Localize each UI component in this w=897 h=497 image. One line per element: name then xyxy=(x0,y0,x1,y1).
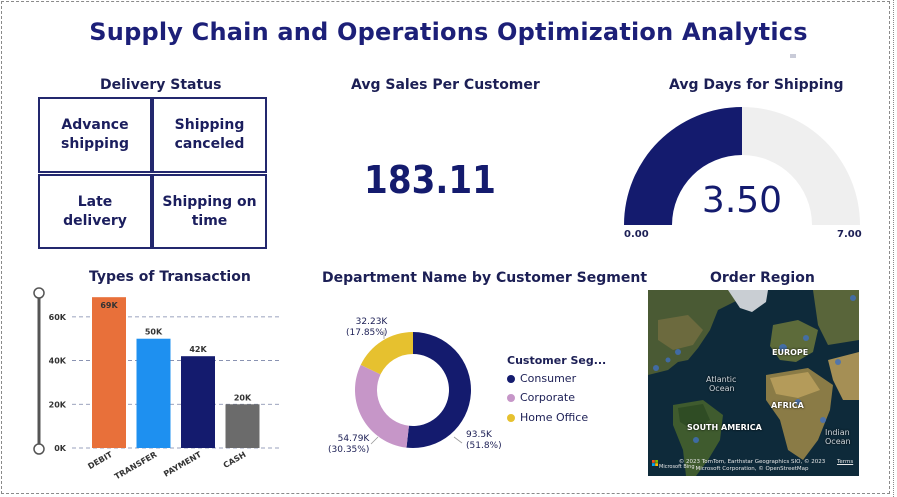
y-tick-label: 40K xyxy=(49,357,67,366)
map-landmass xyxy=(648,290,859,476)
bar-value-label: 69K xyxy=(100,301,118,310)
x-category-label: CASH xyxy=(222,450,248,470)
shipping-days-gauge[interactable] xyxy=(620,100,864,230)
map-attribution: © 2023 TomTom, Earthstar Geographics SIO… xyxy=(678,459,826,472)
bar-debit[interactable] xyxy=(92,297,126,448)
tile-late-delivery[interactable]: Late delivery xyxy=(38,174,152,249)
map-terms-link[interactable]: Terms xyxy=(837,459,854,465)
bar-payment[interactable] xyxy=(181,356,215,448)
delivery-status-title: Delivery Status xyxy=(100,77,222,93)
microsoft-logo-icon xyxy=(652,460,658,466)
map-label-atlantic: Atlantic xyxy=(706,375,737,384)
leader-line-consumer xyxy=(453,436,463,444)
donut-slice-corporate[interactable] xyxy=(355,364,409,448)
map-label-indian-ocean: Ocean xyxy=(825,437,851,446)
gauge-value: 3.50 xyxy=(701,180,783,221)
map-label-africa: AFRICA xyxy=(771,401,804,410)
order-region-map[interactable]: EUROPE Atlantic Ocean AFRICA SOUTH AMERI… xyxy=(648,290,859,476)
department-title: Department Name by Customer Segment xyxy=(322,270,648,286)
bar-value-label: 50K xyxy=(145,328,163,337)
legend-label-home-office: Home Office xyxy=(520,411,589,424)
legend-title: Customer Seg... xyxy=(507,354,607,367)
donut-label-corporate: 54.79K(30.35%) xyxy=(328,434,370,455)
x-category-label: DEBIT xyxy=(86,450,114,471)
donut-slice-home-office[interactable] xyxy=(360,332,413,375)
legend-dot-corporate xyxy=(507,393,515,402)
focus-mode-marker xyxy=(790,54,796,58)
order-region-title: Order Region xyxy=(710,270,815,286)
avg-sales-value: 183.11 xyxy=(364,158,496,202)
right-dotted-border xyxy=(893,0,894,497)
y-tick-label: 20K xyxy=(49,400,67,409)
map-label-europe: EUROPE xyxy=(772,348,809,357)
leader-line-corporate xyxy=(370,436,379,445)
legend-label-corporate: Corporate xyxy=(520,391,575,404)
legend-dot-consumer xyxy=(507,374,515,383)
map-label-south-america: SOUTH AMERICA xyxy=(687,423,762,432)
dashboard-title: Supply Chain and Operations Optimization… xyxy=(89,18,808,46)
map-label-indian: Indian xyxy=(825,428,850,437)
tile-shipping-canceled[interactable]: Shipping canceled xyxy=(152,97,267,173)
x-category-label: TRANSFER xyxy=(113,450,159,481)
legend-dot-home-office xyxy=(507,413,515,422)
legend-item-consumer[interactable]: Consumer xyxy=(507,372,576,385)
donut-label-consumer: 93.5K(51.8%) xyxy=(466,430,502,451)
bar-transfer[interactable] xyxy=(136,338,171,448)
legend-item-corporate[interactable]: Corporate xyxy=(507,391,575,404)
segment-donut-chart[interactable] xyxy=(348,327,478,457)
tile-shipping-on-time[interactable]: Shipping on time xyxy=(152,174,267,249)
bar-value-label: 42K xyxy=(189,345,207,354)
map-label-atlantic-ocean: Ocean xyxy=(709,384,735,393)
gauge-min-label: 0.00 xyxy=(624,229,649,240)
donut-label-home-office: 32.23K(17.85%) xyxy=(346,317,388,338)
transaction-bar-chart[interactable]: 0K 20K 40K 60K 69K DEBIT 50K TRANSFER 42K PAYMEN… xyxy=(28,285,290,490)
y-tick-label: 60K xyxy=(49,313,67,322)
avg-days-title: Avg Days for Shipping xyxy=(669,77,844,93)
gauge-max-label: 7.00 xyxy=(837,229,862,240)
zoom-slider-top-handle[interactable] xyxy=(33,287,45,299)
donut-slice-consumer[interactable] xyxy=(406,332,471,448)
tile-advance-shipping[interactable]: Advance shipping xyxy=(38,97,152,173)
bar-cash[interactable] xyxy=(225,404,260,448)
bar-value-label: 20K xyxy=(234,393,252,402)
map-brand: Microsoft Bing xyxy=(659,464,695,470)
gauge-fill xyxy=(624,107,742,225)
avg-sales-title: Avg Sales Per Customer xyxy=(351,77,540,93)
transactions-title: Types of Transaction xyxy=(89,269,251,285)
zoom-slider-bottom-handle[interactable] xyxy=(33,443,45,455)
y-tick-label: 0K xyxy=(54,444,67,453)
legend-item-home-office[interactable]: Home Office xyxy=(507,411,588,424)
legend-label-consumer: Consumer xyxy=(520,372,577,385)
x-category-label: PAYMENT xyxy=(162,450,203,479)
